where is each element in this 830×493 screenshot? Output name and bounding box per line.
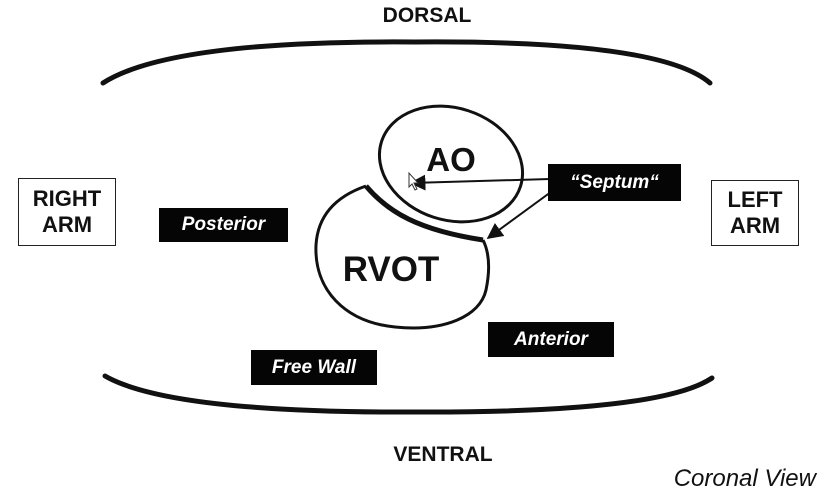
right-arm-line2: ARM (41, 212, 93, 237)
septum-arrow-to-aorta (409, 174, 551, 191)
right-arm-line1: RIGHT (32, 186, 102, 211)
aorta-outline (377, 104, 525, 224)
anterior-tag: Anterior (488, 322, 614, 357)
posterior-tag: Posterior (159, 208, 288, 242)
rvot-outline (314, 184, 491, 330)
mouse-cursor-icon (408, 171, 420, 191)
dorsal-label: DORSAL (382, 4, 472, 27)
septum-edge (364, 184, 484, 243)
view-label: Coronal View (673, 465, 816, 492)
septum-arrow-to-rvot (486, 188, 556, 239)
right-arm-box: RIGHT ARM (18, 178, 116, 246)
septum-tag: “Septum“ (548, 164, 681, 201)
dorsal-body-outline (100, 39, 713, 86)
ventral-label: VENTRAL (393, 443, 493, 466)
rvot-label: RVOT (342, 250, 440, 289)
left-arm-box: LEFT ARM (711, 180, 799, 246)
left-arm-line2: ARM (729, 213, 781, 238)
aorta-label: AO (426, 141, 476, 178)
left-arm-line1: LEFT (727, 187, 783, 212)
ventral-body-outline (102, 373, 715, 415)
free-wall-tag: Free Wall (251, 350, 377, 385)
